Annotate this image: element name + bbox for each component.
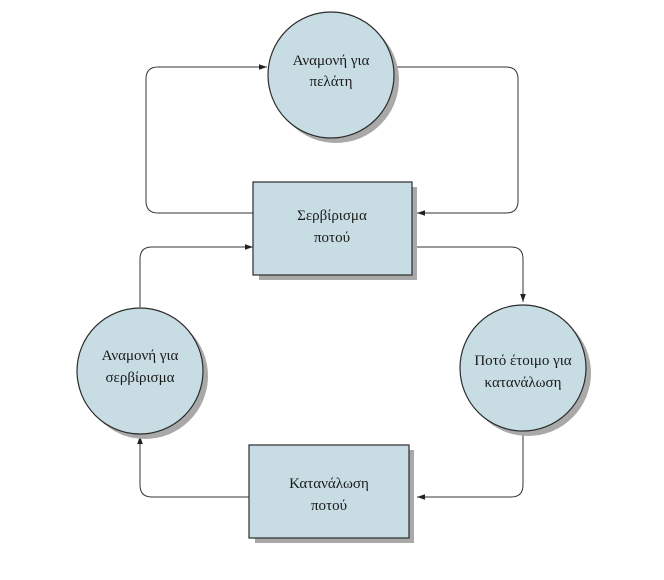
node-serve-drink-line-1: Σερβίρισμα bbox=[297, 208, 367, 224]
edge-serve-to-wait-customer bbox=[145, 64, 267, 214]
node-consume-drink: Κατανάλωση ποτού bbox=[248, 444, 414, 543]
node-wait-customer-line-2: πελάτη bbox=[310, 74, 353, 90]
node-serve-drink: Σερβίρισμα ποτού bbox=[252, 181, 417, 280]
edge-drink-ready-to-consume bbox=[417, 433, 524, 500]
node-wait-serve-line-1: Αναμονή για bbox=[102, 348, 179, 364]
node-wait-serve-circle bbox=[76, 307, 204, 435]
node-consume-drink-line-2: ποτού bbox=[311, 498, 347, 514]
edge-consume-to-wait-serve bbox=[137, 436, 249, 498]
node-drink-ready-line-2: κατανάλωση bbox=[485, 375, 562, 391]
node-wait-serve-line-2: σερβίρισμα bbox=[105, 370, 174, 386]
node-wait-customer-line-1: Αναμονή για bbox=[293, 53, 370, 69]
node-consume-drink-line-1: Κατανάλωση bbox=[289, 476, 369, 492]
node-serve-drink-rect bbox=[252, 181, 413, 276]
edges bbox=[137, 64, 526, 500]
node-drink-ready: Ποτό έτοιμο για κατανάλωση bbox=[459, 304, 591, 436]
node-wait-customer: Αναμονή για πελάτη bbox=[267, 11, 399, 143]
node-drink-ready-line-1: Ποτό έτοιμο για bbox=[474, 353, 571, 369]
node-serve-drink-line-2: ποτού bbox=[314, 230, 350, 246]
node-wait-customer-circle bbox=[267, 11, 395, 139]
edge-serve-to-drink-ready bbox=[412, 246, 526, 302]
edge-wait-serve-to-serve bbox=[139, 244, 253, 307]
node-consume-drink-rect bbox=[248, 444, 410, 539]
edge-wait-customer-to-serve bbox=[394, 66, 519, 216]
node-wait-serve: Αναμονή για σερβίρισμα bbox=[76, 307, 208, 439]
node-drink-ready-circle bbox=[459, 304, 587, 432]
